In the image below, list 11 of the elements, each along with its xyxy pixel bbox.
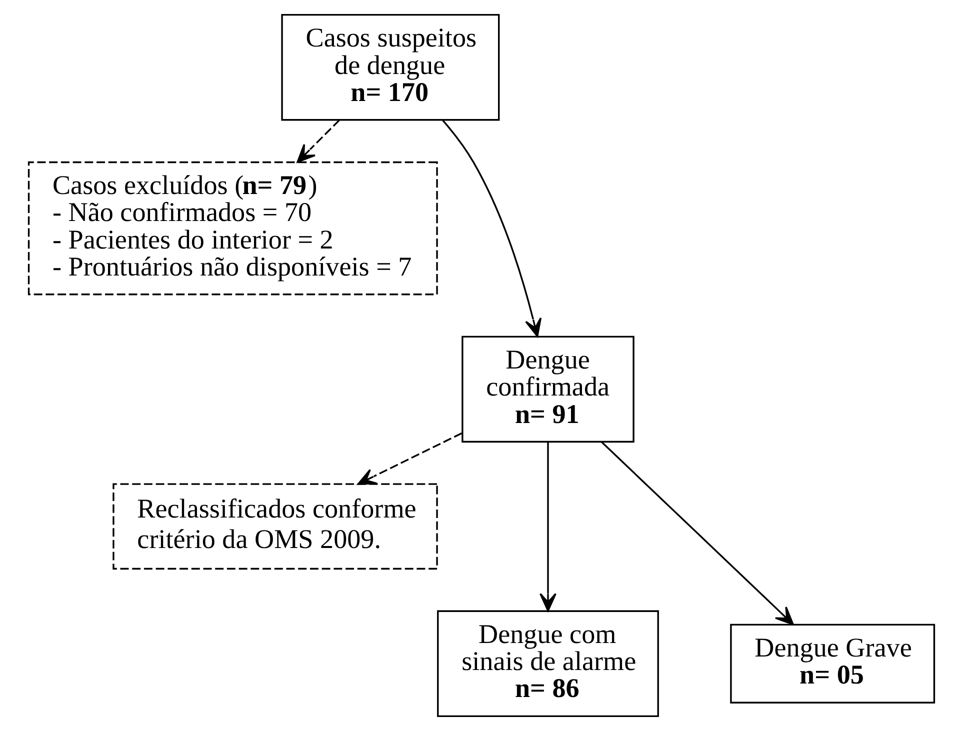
node-box: Dengue confirmada n= 91 <box>462 336 634 443</box>
arrow <box>540 442 556 612</box>
arrow <box>600 441 794 626</box>
arrow <box>357 432 462 485</box>
arrow <box>442 120 542 338</box>
node-box: Casos excluídos (n= 79) - Não confirmados = 70 - Pacientes do interior = 2 - Prontuários não disponíveis = 7 <box>28 161 438 296</box>
node-box: Dengue com sinais de alarme n= 86 <box>437 610 659 717</box>
node-box: Casos suspeitos de dengue n= 170 <box>281 14 500 121</box>
node-box: Dengue Grave n= 05 <box>730 624 936 704</box>
node-box: Reclassificados conforme critério da OMS 2009. <box>112 483 438 570</box>
arrow <box>296 120 340 163</box>
